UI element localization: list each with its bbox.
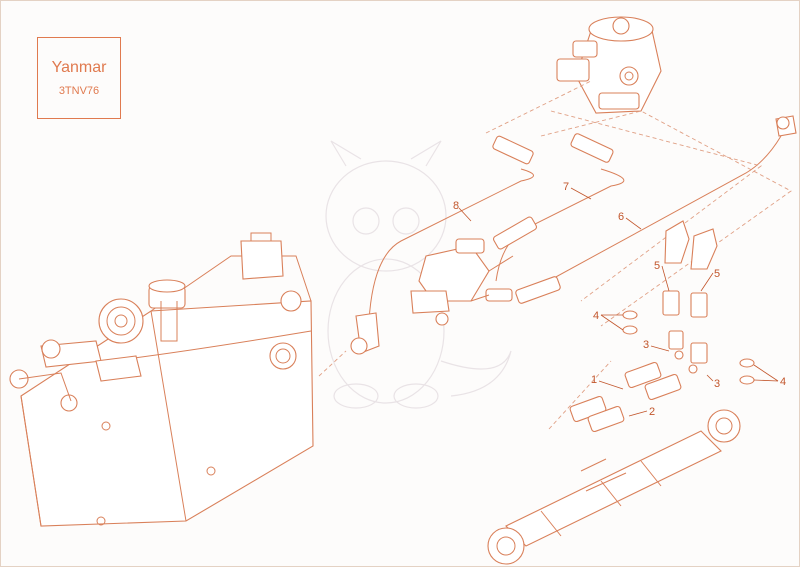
callout-labels: 8 7 6 5 5 4 4 3 3 1 2 <box>453 181 786 418</box>
hose-lines <box>318 80 792 430</box>
callout-label: 5 <box>654 260 660 272</box>
steering-cylinder-icon <box>487 409 741 565</box>
callout-label: 2 <box>649 406 655 418</box>
callout-label: 4 <box>593 310 599 322</box>
hose-fittings <box>350 115 797 355</box>
model-title-box: Yanmar 3TNV76 <box>37 37 121 119</box>
callout-label: 8 <box>453 200 459 212</box>
engine-make: Yanmar <box>51 59 107 76</box>
callout-label: 7 <box>563 181 569 193</box>
engine-model: 3TNV76 <box>58 85 100 97</box>
callout-label: 1 <box>591 374 597 386</box>
callout-label: 5 <box>714 268 720 280</box>
valve-block-icon <box>410 238 514 326</box>
steering-unit-icon <box>556 16 662 114</box>
hoses-1-and-2 <box>569 361 682 433</box>
callout-label: 6 <box>618 211 624 223</box>
elbow-fittings <box>662 220 718 318</box>
watermark-mascot-icon <box>325 140 512 409</box>
callout-leaders <box>458 187 779 417</box>
hydraulic-tank-icon <box>9 232 314 527</box>
callout-label: 4 <box>780 376 786 388</box>
callout-label: 3 <box>714 378 720 390</box>
callout-label: 3 <box>643 339 649 351</box>
